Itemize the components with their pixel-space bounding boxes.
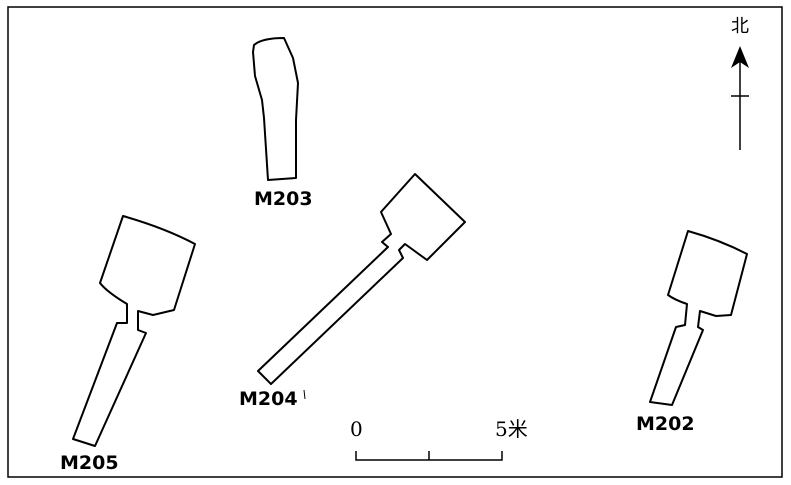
north-arrow-head-icon <box>731 46 749 68</box>
tomb-m203-outline <box>252 37 299 181</box>
tomb-m204: M204 <box>239 173 466 410</box>
tomb-m202-outline <box>649 230 748 406</box>
tomb-m203-label: M203 <box>254 188 313 210</box>
map-frame <box>7 6 783 478</box>
tomb-m202-label: M202 <box>636 413 695 435</box>
tomb-m205-label: M205 <box>60 452 119 474</box>
scale-bar: 0 5米 <box>350 417 528 461</box>
tomb-m204-outline <box>257 173 466 385</box>
scale-bar-end-label: 5米 <box>495 417 528 441</box>
north-arrow-label: 北 <box>731 16 749 37</box>
north-arrow: 北 <box>731 16 749 150</box>
tomb-m205: M205 <box>60 215 196 474</box>
tomb-m203: M203 <box>252 37 313 210</box>
tomb-m202: M202 <box>636 230 748 435</box>
tomb-m205-outline <box>72 215 196 447</box>
stray-mark <box>303 389 306 400</box>
scale-bar-start-label: 0 <box>350 417 363 441</box>
tomb-m204-label: M204 <box>239 388 298 410</box>
